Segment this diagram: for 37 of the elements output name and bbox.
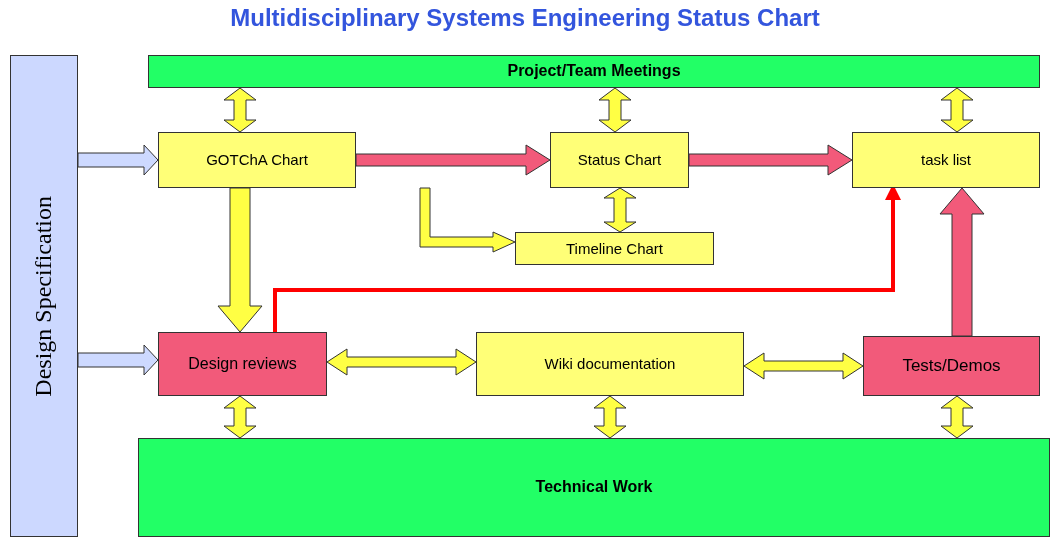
block-arrow bbox=[939, 187, 985, 337]
specification-band bbox=[10, 55, 78, 537]
node-label: GOTChA Chart bbox=[206, 151, 308, 169]
block-arrow bbox=[743, 352, 864, 380]
block-arrow bbox=[217, 187, 263, 333]
test-box bbox=[863, 336, 1040, 396]
process-box bbox=[852, 132, 1040, 188]
node-label: Design reviews bbox=[188, 354, 297, 374]
node-label: Project/Team Meetings bbox=[507, 62, 681, 81]
block-arrow bbox=[77, 344, 159, 376]
block-arrow bbox=[419, 187, 516, 253]
node-label: task list bbox=[921, 151, 971, 169]
process-box bbox=[476, 332, 744, 396]
block-arrow bbox=[593, 395, 627, 439]
node-label: Timeline Chart bbox=[566, 239, 663, 258]
meetings-bar bbox=[148, 55, 1040, 88]
process-box bbox=[515, 232, 714, 265]
process-box bbox=[158, 132, 356, 188]
block-arrow bbox=[326, 348, 477, 376]
technical-work-panel bbox=[138, 438, 1050, 537]
review-box bbox=[158, 332, 327, 396]
block-arrow bbox=[940, 395, 974, 439]
process-box bbox=[550, 132, 689, 188]
node-label: Design Specification bbox=[30, 195, 58, 397]
block-arrow bbox=[688, 144, 853, 176]
block-arrow bbox=[940, 87, 974, 133]
block-arrow bbox=[603, 187, 637, 233]
node-label: Status Chart bbox=[577, 151, 662, 169]
block-arrow bbox=[77, 144, 159, 176]
block-arrow bbox=[598, 87, 632, 133]
node-label: Wiki documentation bbox=[544, 355, 676, 373]
block-arrow bbox=[223, 87, 257, 133]
node-label: Tests/Demos bbox=[902, 356, 1001, 376]
diagram-title: Multidisciplinary Systems Engineering Status Chart bbox=[229, 4, 821, 32]
block-arrow bbox=[223, 395, 257, 439]
node-label: Technical Work bbox=[535, 478, 653, 497]
block-arrow bbox=[355, 144, 551, 176]
